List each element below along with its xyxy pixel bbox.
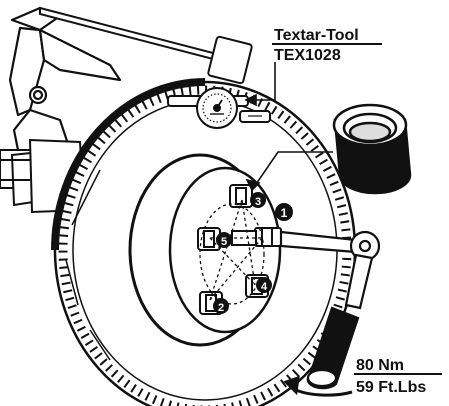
sequence-number-2: 2 xyxy=(218,302,224,314)
torque-wrench xyxy=(279,230,381,390)
torque-label-line1: 80 Nm xyxy=(356,357,404,374)
sequence-number-3: 3 xyxy=(255,196,261,208)
dial-indicator-bar xyxy=(39,6,253,85)
torque-label-line2: 59 Ft.Lbs xyxy=(356,379,426,396)
socket-pointer-line xyxy=(245,151,333,192)
sequence-number-5: 5 xyxy=(221,236,227,248)
tool-label-line1: Textar-Tool xyxy=(274,27,359,44)
tool-label-line2: TEX1028 xyxy=(274,47,341,64)
sequence-marker-5: 5 xyxy=(216,232,232,248)
sequence-number-4: 4 xyxy=(261,281,268,293)
dial-indicator-gauge xyxy=(167,87,271,129)
sequence-marker-2: 2 xyxy=(213,298,229,314)
sequence-marker-3: 3 xyxy=(250,192,266,208)
sequence-marker-4: 4 xyxy=(256,277,272,293)
tool-pointer-line xyxy=(244,62,276,107)
sequence-marker-1: 1 xyxy=(275,203,293,221)
tightening-pattern-lines xyxy=(199,199,265,305)
wheel-nut-3 xyxy=(229,184,253,208)
wheel-nut-1 xyxy=(231,227,282,247)
torque-label: 80 Nm 59 Ft.Lbs xyxy=(354,357,442,396)
socket-adapter xyxy=(332,103,412,195)
rotation-arrow xyxy=(283,375,353,397)
sequence-number-1: 1 xyxy=(281,206,288,220)
tool-label: Textar-Tool TEX1028 xyxy=(272,27,382,64)
